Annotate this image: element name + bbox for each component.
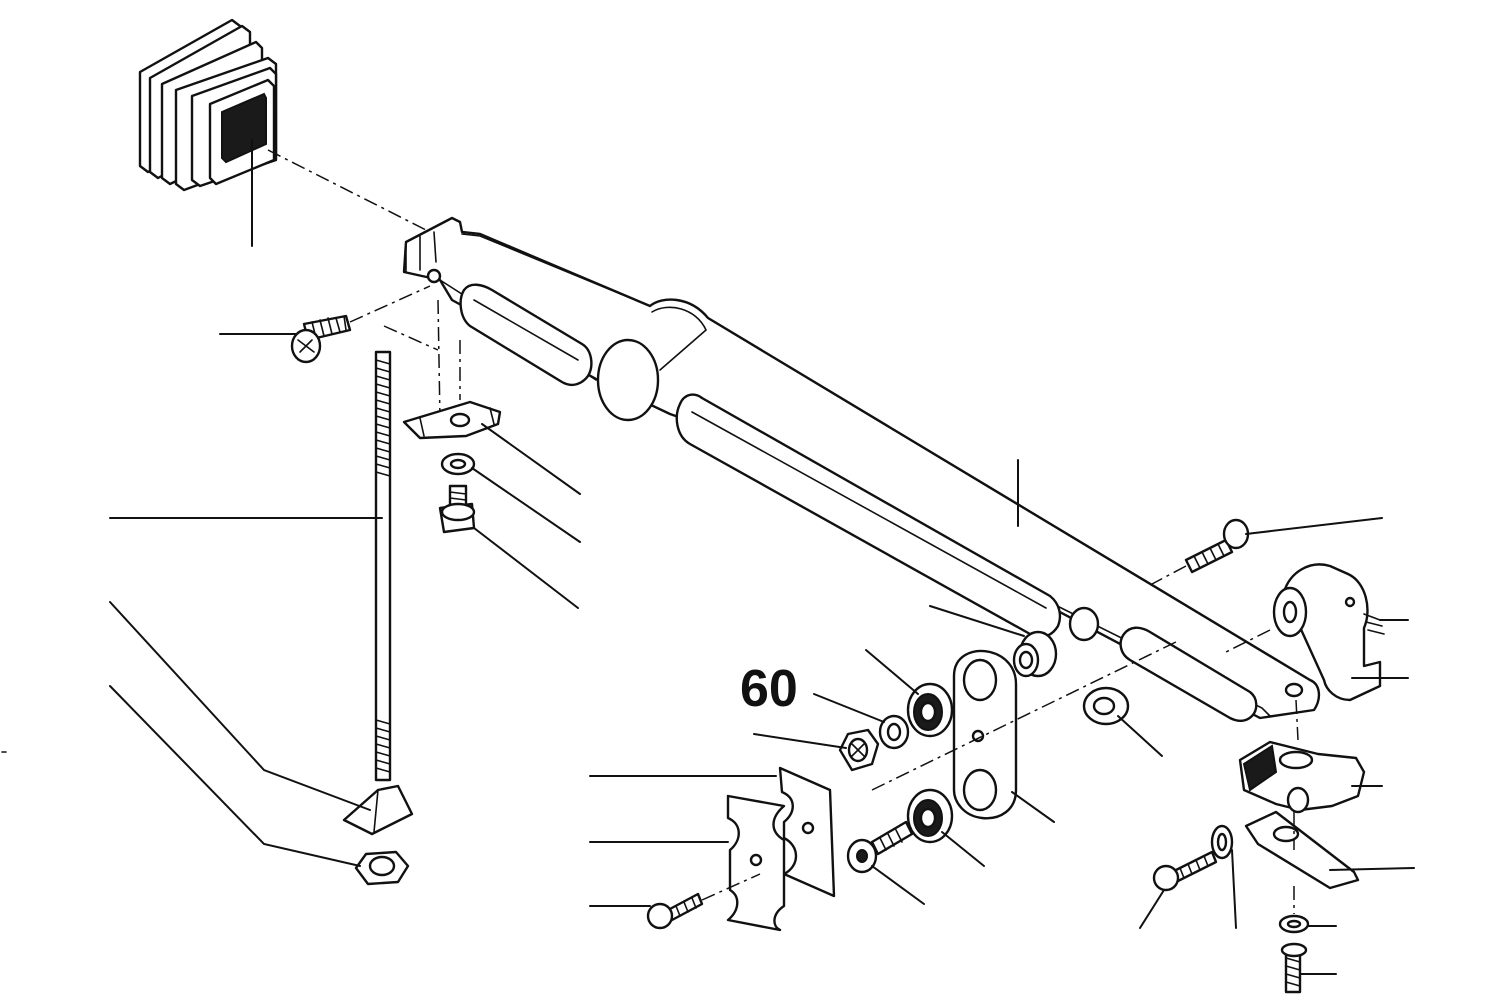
cap-screw-part-center [846,820,925,905]
bearing-part-top [865,649,954,738]
screw-part-top [219,285,431,364]
clamp-plate-part-back [589,766,836,898]
washer-part-right [1210,824,1237,929]
end-cap-part [138,18,431,247]
screw-part-clamp [589,873,761,930]
set-screw-part [438,484,579,609]
pivot-block-part [1225,563,1409,702]
washer-part-1 [440,452,581,543]
center-line [871,639,1181,791]
strap-part [1244,810,1415,890]
clip-bracket-part [402,340,581,495]
screw-part-right-top [1151,517,1383,585]
bushing-part-right [1082,686,1163,757]
callout-60-label: 60 [740,660,798,718]
main-arm-part [402,216,1321,722]
bushing-part-top [929,605,1058,678]
bearing-part-bottom [906,788,985,867]
lock-washer-part-bottom [1278,886,1337,934]
nut-part-left [109,685,410,886]
bolt-part-bottom [1280,942,1337,994]
nut-part-center [753,728,880,772]
spacer-plate-part [952,649,1055,823]
threaded-rod-part [109,299,441,782]
wedge-part [109,601,414,836]
bracket-block-part [1238,699,1383,814]
clamp-plate-part-front [589,794,786,932]
washer-part-60 [813,693,910,750]
screw-part-right-bottom [1139,850,1218,929]
